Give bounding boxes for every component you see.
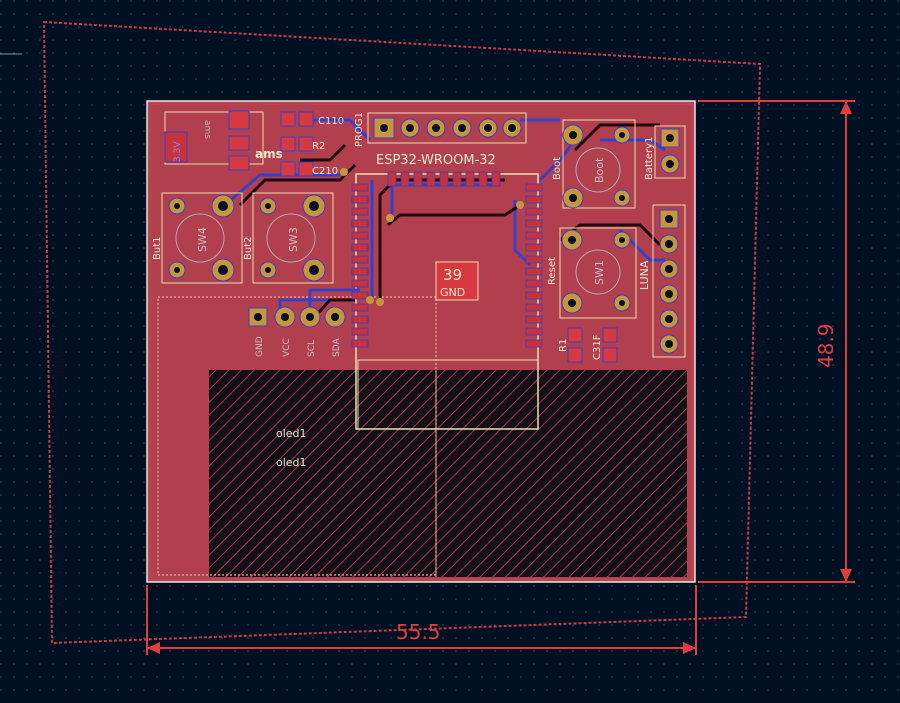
oled-pin-sda: SDA <box>332 338 342 357</box>
esp32-bottom-pads <box>387 171 501 187</box>
outer-edge-outline <box>42 20 762 645</box>
oled-courtyard <box>157 296 437 576</box>
but1-label: But1 <box>152 237 163 260</box>
but2-label: But2 <box>243 237 254 260</box>
sw3-pads <box>259 194 326 282</box>
c210-label: C210 <box>312 166 338 177</box>
reset-label: Reset <box>547 257 558 285</box>
passive-pads-top <box>280 111 314 177</box>
boot-label: Boot <box>552 157 563 180</box>
height-dimension-label: 48.9 <box>814 323 838 368</box>
sw1-pads <box>561 229 631 314</box>
sw3-label: SW3 <box>287 227 300 252</box>
oled-pin-scl: SCL <box>307 340 317 357</box>
battery-connector-outline <box>654 125 686 179</box>
ams-back-label: ams <box>202 120 212 139</box>
height-dimension <box>698 100 855 583</box>
sw1-label: SW1 <box>593 260 606 285</box>
ams-label: ams <box>255 147 283 161</box>
r1-label: R1 <box>558 339 569 352</box>
oled-pin-vcc: VCC <box>282 338 292 357</box>
regulator-tab-pad <box>164 131 188 163</box>
width-dimension-label: 55.5 <box>396 620 441 644</box>
passive-pads-bottom <box>567 327 618 363</box>
gnd-pad-label: GND <box>440 286 465 299</box>
sw4-label: SW4 <box>196 227 209 252</box>
luna-header-pins <box>659 209 679 354</box>
luna-header-outline <box>652 204 686 358</box>
esp32-left-pads <box>351 183 369 348</box>
esp32-right-pads <box>525 183 543 348</box>
oled-pin-pads <box>248 306 346 328</box>
battery-pin-2-hole <box>666 160 674 168</box>
sw4-pads <box>168 194 235 282</box>
vias <box>340 168 524 306</box>
boot-back-label: Boot <box>593 157 606 183</box>
sw3-outline <box>252 192 334 284</box>
oled-reference: oled1 <box>276 427 307 440</box>
boot-switch-outline <box>562 119 636 209</box>
esp32-label: ESP32-WROOM-32 <box>376 153 496 168</box>
boot-switch-cap <box>575 147 621 193</box>
c31f-label: C31F <box>592 334 603 360</box>
esp32-antenna-outline <box>357 359 539 430</box>
sw3-cap <box>266 213 316 263</box>
regulator-pads <box>228 110 250 171</box>
oled-pin-gnd: GND <box>255 336 265 357</box>
luna-label: LUNA <box>638 260 651 290</box>
regulator-voltage-label: 3.3V <box>173 141 183 162</box>
battery-pin-1-hole <box>666 134 674 142</box>
prog-header-pins <box>373 117 522 139</box>
width-dimension <box>146 585 697 655</box>
gnd-pad-number: 39 <box>443 266 462 284</box>
prog-header-outline <box>367 112 527 144</box>
c110-label: C110 <box>318 116 344 127</box>
boot-switch-pads <box>562 124 631 209</box>
battery-label: Battery1 <box>644 137 655 180</box>
r2-label: R2 <box>312 141 325 152</box>
oled-keepout-hatch <box>209 370 687 577</box>
prog-header-label: PROG1 <box>354 112 365 147</box>
oled-value: oled1 <box>276 456 307 469</box>
sw4-outline <box>161 192 243 284</box>
gnd-thermal-pad <box>435 261 479 301</box>
sw1-outline <box>559 227 637 319</box>
sw4-cap <box>175 213 225 263</box>
sw1-cap <box>575 249 621 295</box>
